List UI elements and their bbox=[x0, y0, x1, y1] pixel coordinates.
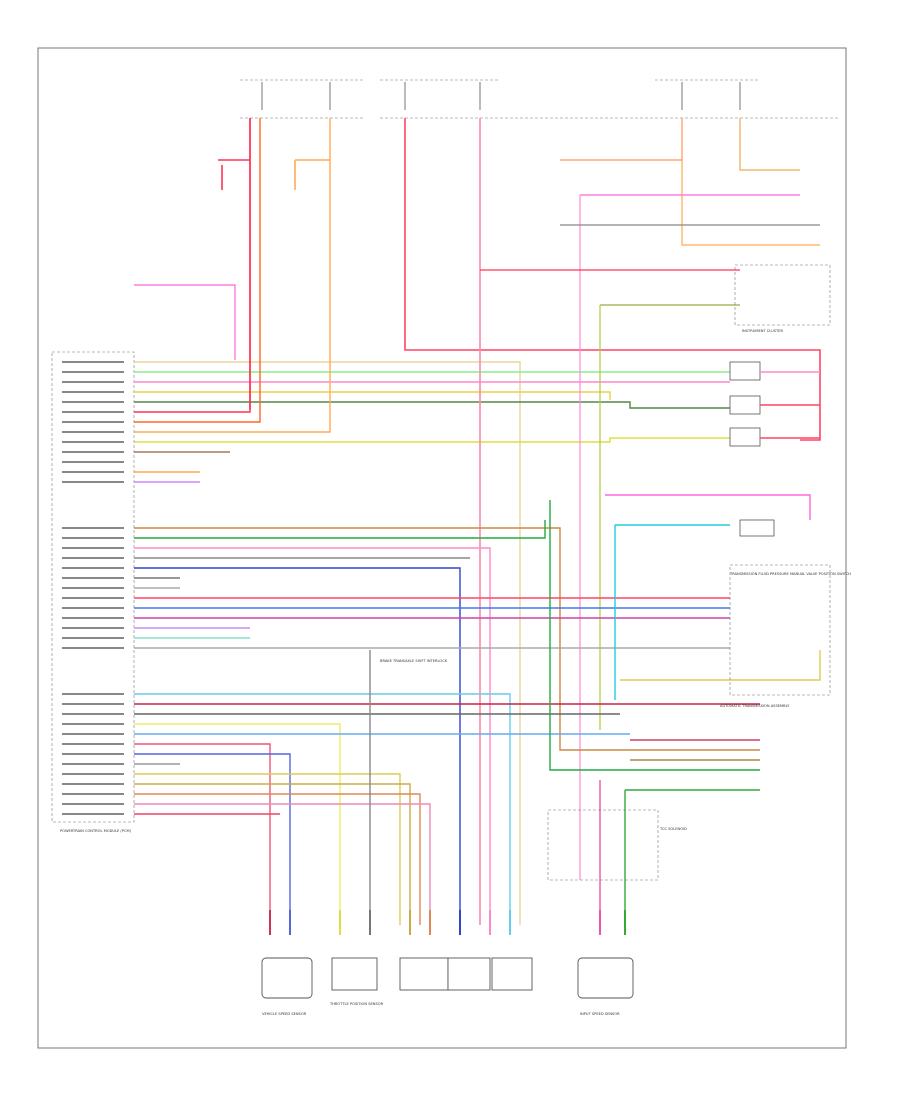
ts-rh bbox=[399, 957, 449, 991]
label-clutch: TCC SOLENOID bbox=[659, 827, 687, 831]
vss-sensor bbox=[261, 957, 313, 999]
bottom-connectors bbox=[269, 910, 626, 935]
label-pcm: POWERTRAIN CONTROL MODULE (PCM) bbox=[60, 829, 132, 833]
pcm-connector bbox=[51, 351, 135, 823]
diagram-border bbox=[37, 47, 847, 1049]
label-cluster: INSTRUMENT CLUSTER bbox=[742, 329, 783, 333]
wires-group-3 bbox=[134, 500, 821, 925]
component-outlines bbox=[547, 264, 831, 881]
small-labels: POWERTRAIN CONTROL MODULE (PCM) INSTRUME… bbox=[60, 329, 851, 1016]
wires-top-right bbox=[134, 118, 820, 880]
input-speed bbox=[577, 957, 634, 999]
wires-power bbox=[218, 118, 821, 925]
wire-ylw bbox=[134, 437, 730, 443]
ts-lh bbox=[491, 957, 533, 991]
wire-ylw-blk bbox=[134, 391, 611, 400]
label-transmission: AUTOMATIC TRANSMISSION ASSEMBLY bbox=[720, 704, 790, 708]
wire-tan bbox=[134, 361, 521, 925]
label-brake-switch: BRAKE TRANSAXLE SHIFT INTERLOCK bbox=[380, 659, 448, 663]
cluster-indicators bbox=[729, 361, 775, 537]
wires-group-1 bbox=[134, 118, 730, 925]
fuses bbox=[261, 82, 741, 110]
wire-org2 bbox=[134, 118, 331, 433]
ts-mid bbox=[447, 957, 491, 991]
bottom-components bbox=[261, 957, 634, 999]
label-throttle: THROTTLE POSITION SENSOR bbox=[329, 1002, 384, 1006]
label-pressure-switch: TRANSMISSION FLUID PRESSURE MANUAL VALVE… bbox=[729, 572, 851, 576]
cluster-lamps bbox=[760, 371, 820, 439]
wire-org bbox=[134, 118, 261, 423]
throttle-sensor bbox=[331, 957, 378, 991]
label-vss: VEHICLE SPEED SENSOR bbox=[262, 1012, 307, 1016]
pcm-pin-labels bbox=[62, 361, 124, 815]
wire-red bbox=[134, 118, 251, 413]
wires-group-2 bbox=[134, 494, 811, 925]
fuse-block-top bbox=[240, 79, 840, 119]
label-input-speed: INPUT SPEED SENSOR bbox=[580, 1012, 620, 1016]
wire-dkgrn bbox=[134, 401, 730, 409]
